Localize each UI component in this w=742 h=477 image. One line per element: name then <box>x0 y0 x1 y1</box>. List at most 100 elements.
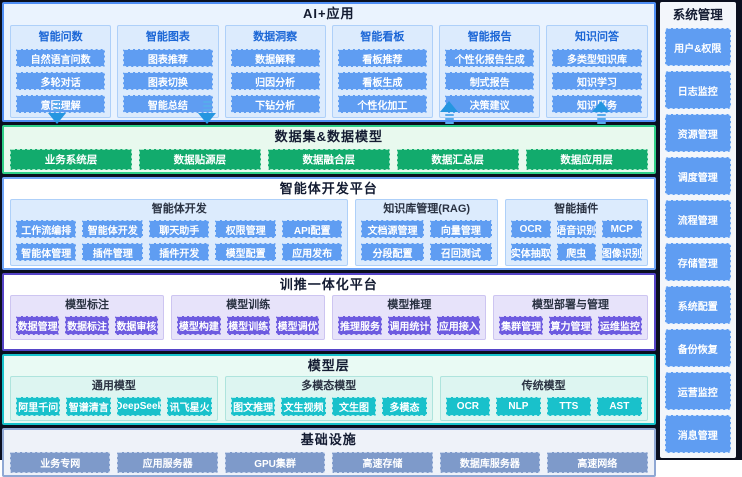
module-chip: 个性化加工 <box>337 95 428 113</box>
module-chip: NLP <box>496 397 541 416</box>
sidebar-item: 系统配置 <box>664 286 731 324</box>
sidebar-item: 日志监控 <box>664 71 731 109</box>
section-title-infrastructure: 基础设施 <box>300 432 357 447</box>
group-title: 模型训练 <box>226 299 271 311</box>
module-chip: 召回测试 <box>429 243 492 261</box>
module-chip: TTS <box>546 397 592 416</box>
app-column-title: 智能问数 <box>38 31 83 43</box>
module-chip: 制式报告 <box>445 72 535 90</box>
section-title-ai-apps: AI+应用 <box>302 6 355 21</box>
arrow-dash <box>52 109 62 111</box>
chip-row: 数据管理数据标注数据审核 <box>16 316 159 335</box>
module-chip: 聊天助手 <box>148 220 210 238</box>
module-chip: 图文推理 <box>230 397 276 416</box>
module-chip: 讯飞星火 <box>167 397 212 416</box>
module-chip: 看板推荐 <box>337 49 428 67</box>
chip-row: 推理服务调用统计应用接入 <box>338 316 481 335</box>
module-chip: 应用接入 <box>437 316 481 335</box>
group-title: 智能体开发 <box>151 203 207 215</box>
data-layer-bars: 业务系统层数据贴源层数据融合层数据汇总层数据应用层 <box>10 149 648 170</box>
module-chip: 多模态 <box>382 397 427 416</box>
model-group: 多模态模型图文推理文生视频文生图多模态 <box>224 376 433 421</box>
sidebar-title: 系统管理 <box>672 8 723 22</box>
module-chip: 自然语言问数 <box>16 49 106 67</box>
chip-row: 模型构建模型训练模型调优 <box>177 316 320 335</box>
module-chip: 数据管理 <box>16 316 60 335</box>
flow-up-arrow-icon <box>440 101 458 126</box>
app-column: 智能报告个性化报告生成制式报告决策建议 <box>439 25 541 118</box>
chip-row: 集群管理算力管理运维监控 <box>499 316 642 335</box>
section-title-data-model: 数据集&数据模型 <box>274 129 383 144</box>
module-chip: 数据标注 <box>65 316 109 335</box>
module-chip: 图表切换 <box>123 72 213 90</box>
chip-row: 图文推理文生视频文生图多模态 <box>230 397 427 416</box>
app-column-title: 知识问答 <box>574 31 619 43</box>
module-chip: 插件管理 <box>82 243 143 261</box>
flow-up-arrow-icon <box>592 101 610 126</box>
model-group: 传统模型 OCR NLP TTS AST <box>439 376 648 421</box>
module-chip: 多类型知识库 <box>552 49 642 67</box>
arrow-dash <box>202 105 212 107</box>
training-group: 模型标注数据管理数据标注数据审核 <box>10 295 165 340</box>
chip-row: 智能体管理插件管理插件开发模型配置应用发布 <box>16 243 343 261</box>
module-chip: 智谱清言 <box>66 397 111 416</box>
arrow-dash <box>52 105 62 107</box>
training-group: 模型训练模型构建模型训练模型调优 <box>171 295 326 340</box>
module-chip: 算力管理 <box>548 316 593 335</box>
app-column-title: 智能报告 <box>467 31 512 43</box>
arrow-dash <box>444 122 454 124</box>
infra-chip: GPU集群 <box>224 452 326 473</box>
module-chip: AST <box>597 397 642 416</box>
group-title: 传统模型 <box>521 380 566 392</box>
training-group: 模型推理推理服务调用统计应用接入 <box>332 295 487 340</box>
main-stack: AI+应用 智能问数自然语言问数多轮对话意图理解智能图表图表推荐图表切换智能总结… <box>2 2 656 477</box>
module-chip: 向量管理 <box>429 220 492 238</box>
arrow-dash <box>596 118 606 120</box>
flow-down-arrow-icon <box>48 101 66 124</box>
training-groups: 模型标注数据管理数据标注数据审核模型训练模型构建模型训练模型调优模型推理推理服务… <box>10 295 648 340</box>
chip-row: 文档源管理向量管理 <box>361 220 492 238</box>
arrow-head <box>198 113 216 124</box>
group-title: 多模态模型 <box>301 380 357 392</box>
module-chip: 爬虫 <box>556 243 597 261</box>
arrow-dash <box>202 109 212 111</box>
module-chip: OCR <box>445 397 491 416</box>
group-title: 知识库管理(RAG) <box>383 203 471 215</box>
data-layer-chip: 数据融合层 <box>267 149 390 170</box>
module-chip: 知识学习 <box>552 72 642 90</box>
section-training-platform: 训推一体化平台 模型标注数据管理数据标注数据审核模型训练模型构建模型训练模型调优… <box>2 273 656 351</box>
module-chip: 下钻分析 <box>230 95 320 113</box>
arrow-dash <box>596 114 606 116</box>
module-chip: 智能体开发 <box>82 220 143 238</box>
infra-chip: 业务专网 <box>10 452 111 473</box>
sidebar-item: 消息管理 <box>664 415 731 453</box>
arrow-head <box>592 101 610 112</box>
group-title: 模型标注 <box>65 299 110 311</box>
module-chip: 运维监控 <box>598 316 642 335</box>
agent-group: 知识库管理(RAG)文档源管理向量管理分段配置召回测试 <box>355 199 498 266</box>
sidebar-item: 资源管理 <box>664 114 731 152</box>
module-chip: 调用统计 <box>387 316 432 335</box>
app-column: 数据洞察数据解释归因分析下钻分析 <box>224 25 326 118</box>
module-chip: 插件开发 <box>148 243 210 261</box>
module-chip: 应用发布 <box>281 243 343 261</box>
module-chip: MCP <box>602 220 642 238</box>
chip-row: 实体抽取爬虫图像识别 <box>510 243 642 261</box>
chip-row: OCR NLP TTS AST <box>445 397 642 416</box>
module-chip: 权限管理 <box>215 220 276 238</box>
arrow-dash <box>444 114 454 116</box>
module-chip: API配置 <box>281 220 343 238</box>
app-columns: 智能问数自然语言问数多轮对话意图理解智能图表图表推荐图表切换智能总结数据洞察数据… <box>10 25 648 118</box>
sidebar-item: 备份恢复 <box>664 329 731 367</box>
arrow-head <box>48 113 66 124</box>
module-chip: 个性化报告生成 <box>445 49 535 67</box>
infra-chip: 应用服务器 <box>117 452 218 473</box>
app-column-title: 智能看板 <box>360 31 405 43</box>
